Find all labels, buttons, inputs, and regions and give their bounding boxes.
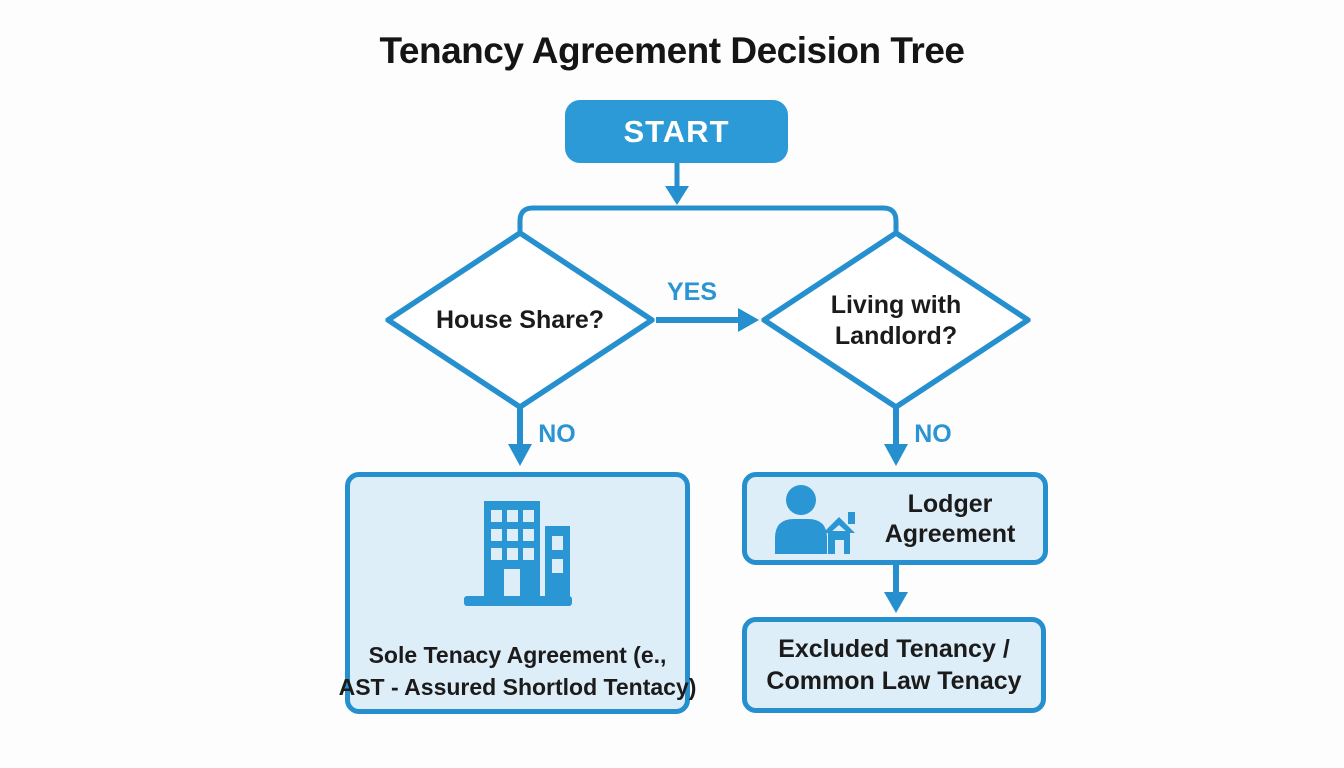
edge-lodger-to-excluded-arrow — [884, 565, 908, 613]
edge-label-no-left: NO — [538, 420, 576, 448]
edge-start-to-split — [665, 163, 689, 205]
result-box-sole-tenancy: Sole Tenacy Agreement (e., AST - Assured… — [339, 472, 696, 714]
edge-no-left-arrow — [508, 407, 532, 466]
building-icon — [463, 501, 572, 606]
result-excluded-tenancy-label: Excluded Tenancy / Common Law Tenacy — [766, 635, 1022, 695]
page-title: Tenancy Agreement Decision Tree — [379, 30, 965, 71]
edge-no-right-arrow — [884, 407, 908, 466]
start-node-label: START — [623, 113, 730, 149]
split-bar — [517, 205, 899, 238]
start-node: START — [565, 100, 788, 163]
edge-label-yes: YES — [666, 278, 718, 306]
result-lodger-agreement-label: Lodger Agreement — [884, 489, 1016, 548]
person-house-icon — [775, 484, 855, 554]
result-box-lodger-agreement: Lodger Agreement — [742, 472, 1048, 565]
result-box-excluded-tenancy: Excluded Tenancy / Common Law Tenacy — [742, 617, 1046, 713]
edge-label-no-right: NO — [914, 420, 952, 448]
decision-living-with-landlord-label: Living with Landlord? — [830, 291, 962, 350]
edge-yes-arrow — [656, 308, 759, 332]
result-sole-tenancy-label: Sole Tenacy Agreement (e., AST - Assured… — [338, 642, 697, 700]
decision-house-share-label: House Share? — [435, 306, 605, 334]
